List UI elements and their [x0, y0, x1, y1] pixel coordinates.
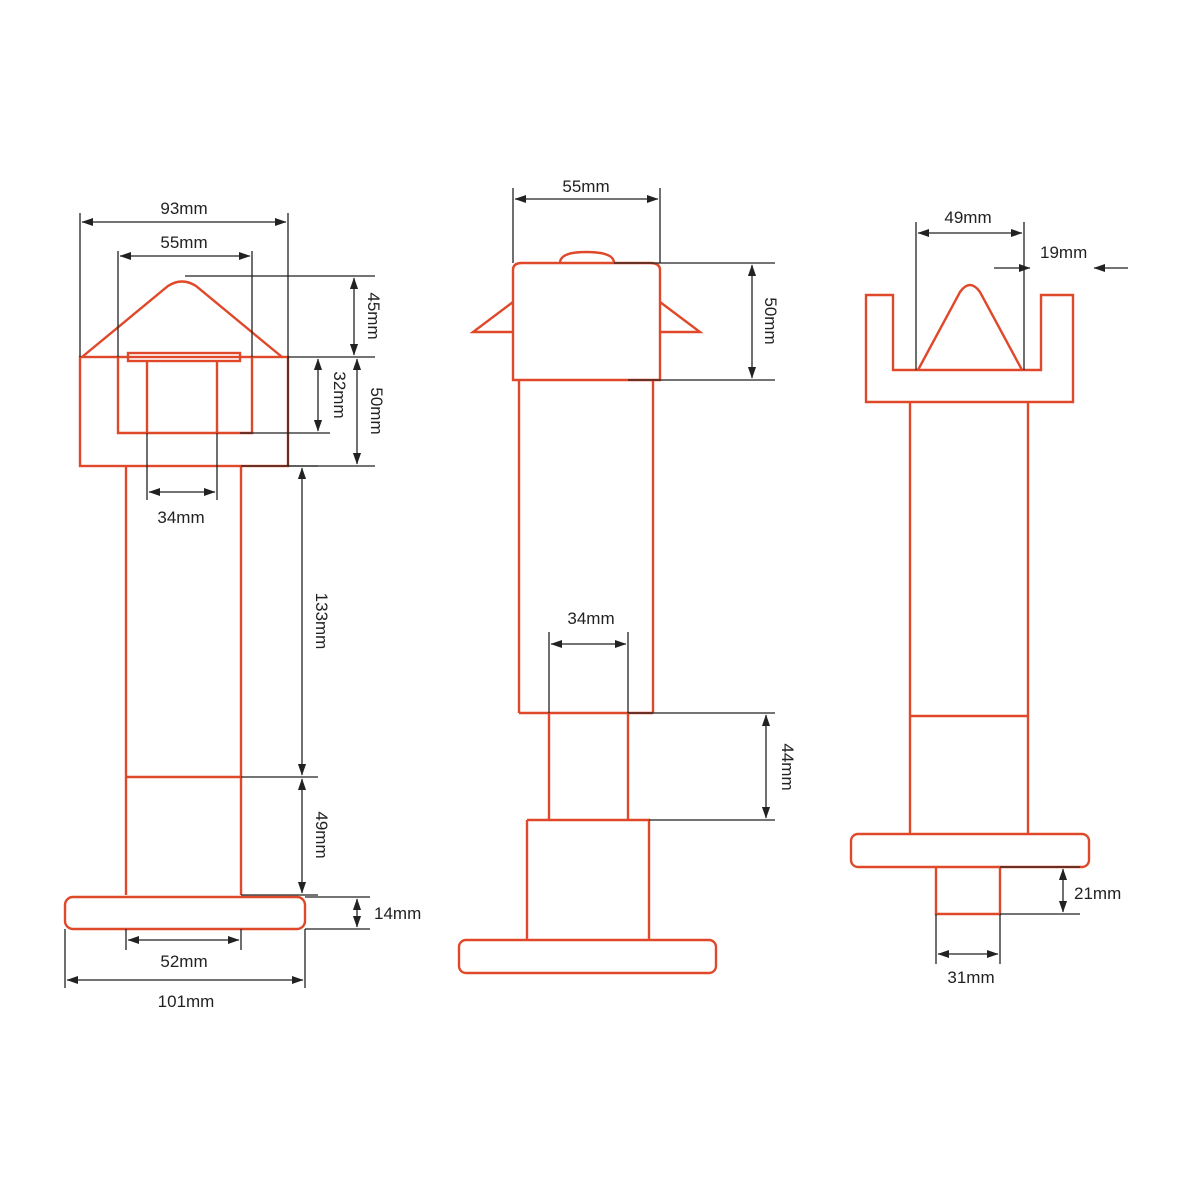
dim-label-93mm: 93mm — [160, 199, 207, 218]
dim-label-52mm: 52mm — [160, 952, 207, 971]
dim-label-34mm: 34mm — [157, 508, 204, 527]
front-view: 93mm 55mm 45mm 32mm 50mm 34mm 133mm 49mm… — [63, 199, 421, 1011]
dim-label-55mm-side: 55mm — [562, 177, 609, 196]
end-view-outline — [849, 283, 1091, 916]
front-view-labels: 93mm 55mm 45mm 32mm 50mm 34mm 133mm 49mm… — [157, 199, 421, 1011]
dim-label-55mm: 55mm — [160, 233, 207, 252]
dim-label-14mm: 14mm — [374, 904, 421, 923]
dim-label-21mm-end: 21mm — [1074, 884, 1121, 903]
dim-label-31mm-end: 31mm — [947, 968, 994, 987]
dim-label-19mm-end: 19mm — [1040, 243, 1087, 262]
front-view-outline — [63, 280, 307, 931]
dim-label-50mm: 50mm — [367, 387, 386, 434]
dim-label-50mm-side: 50mm — [761, 297, 780, 344]
end-view: 49mm 19mm 21mm 31mm — [849, 208, 1128, 987]
end-view-dimensions — [915, 222, 1128, 964]
dim-label-49mm-end: 49mm — [944, 208, 991, 227]
dim-label-49mm: 49mm — [312, 811, 331, 858]
dim-label-45mm: 45mm — [364, 292, 383, 339]
side-view: 55mm 50mm 34mm 44mm — [457, 177, 797, 975]
dim-label-34mm-side: 34mm — [567, 609, 614, 628]
side-view-dimensions — [512, 188, 775, 821]
side-view-labels: 55mm 50mm 34mm 44mm — [562, 177, 797, 791]
dim-label-101mm: 101mm — [158, 992, 215, 1011]
end-view-labels: 49mm 19mm 21mm 31mm — [944, 208, 1121, 987]
dim-label-32mm: 32mm — [330, 371, 349, 418]
dim-label-133mm: 133mm — [312, 593, 331, 650]
dim-label-44mm-side: 44mm — [778, 743, 797, 790]
front-view-dimensions — [64, 213, 375, 988]
